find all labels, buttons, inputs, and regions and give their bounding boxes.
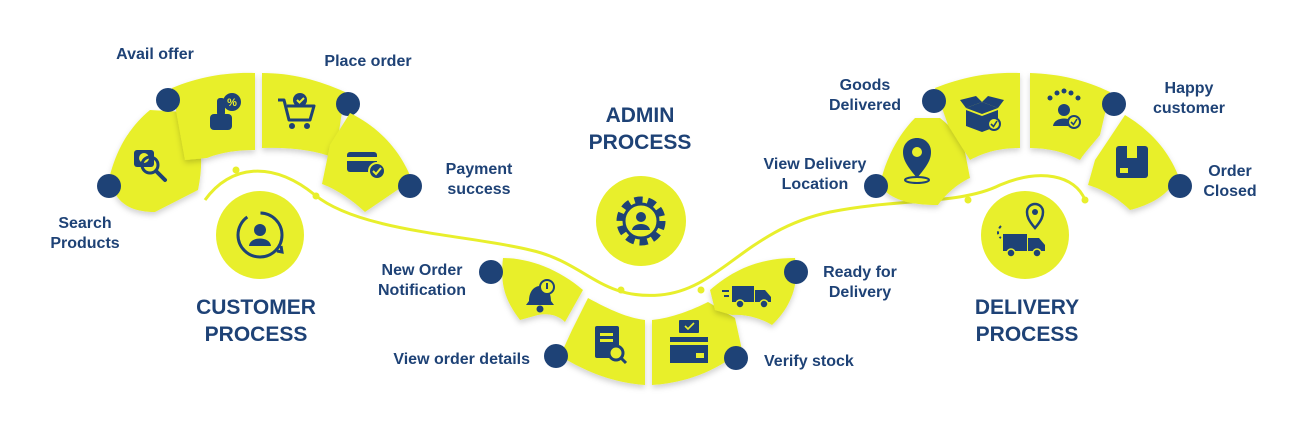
step-marker [336, 92, 360, 116]
step-label-search-products: Search Products [30, 214, 140, 254]
admin-title-line2: PROCESS [588, 131, 692, 154]
label-line2: Delivered [828, 97, 902, 114]
delivery-step-goods-delivered[interactable] [922, 72, 1020, 160]
step-marker [398, 174, 422, 198]
step-label-new-order-notification: New Order Notification [362, 261, 482, 301]
step-label-payment-success: Payment success [424, 160, 534, 200]
step-label-ready-for-delivery: Ready for Delivery [805, 263, 915, 303]
step-marker [97, 174, 121, 198]
customer-stars-icon [1047, 88, 1081, 129]
customer-process-title: CUSTOMER PROCESS [176, 294, 336, 348]
gear-user-icon [616, 196, 666, 246]
label-line2: Products [50, 235, 120, 252]
step-marker [479, 260, 503, 284]
label-line1: Order [1208, 163, 1252, 180]
customer-hub [216, 191, 304, 279]
svg-text:%: % [227, 97, 237, 109]
step-marker [922, 89, 946, 113]
step-label-view-order-details: View order details [340, 350, 530, 370]
step-label-order-closed: Order Closed [1190, 162, 1270, 202]
admin-step-verify-stock[interactable] [652, 302, 748, 385]
label-line1: Ready for [823, 264, 897, 281]
delivery-hub [981, 191, 1069, 279]
open-box-check-icon [960, 96, 1004, 132]
user-cycle-icon [236, 211, 284, 259]
bag-search-icon [134, 150, 167, 182]
step-label-verify-stock: Verify stock [764, 352, 884, 372]
connector-curve [203, 169, 1087, 297]
customer-title-line1: CUSTOMER [196, 296, 316, 319]
label-line2: Closed [1203, 183, 1257, 200]
admin-process-title: ADMIN PROCESS [560, 102, 720, 156]
step-label-place-order: Place order [308, 52, 428, 72]
delivery-truck-icon [722, 286, 771, 309]
label-line1: Payment [445, 161, 513, 178]
step-marker [156, 88, 180, 112]
step-label-avail-offer: Avail offer [100, 45, 210, 65]
customer-title-line2: PROCESS [204, 323, 308, 346]
step-marker [864, 174, 888, 198]
cart-check-icon [278, 93, 316, 129]
step-marker [1102, 92, 1126, 116]
step-marker [1168, 174, 1192, 198]
step-label-view-delivery-location: View Delivery Location [750, 155, 880, 195]
label-line1: Goods [839, 77, 891, 94]
map-pin-icon [903, 138, 931, 184]
label-line1: New Order [381, 262, 463, 279]
label-line2: customer [1152, 100, 1226, 117]
document-search-icon [595, 326, 628, 365]
box-monitor-icon [670, 320, 708, 363]
delivery-title-line2: PROCESS [975, 323, 1079, 346]
label-line1: Search [58, 215, 112, 232]
customer-step-search-products[interactable] [97, 110, 202, 212]
label-line2: success [447, 181, 511, 198]
truck-location-icon [997, 202, 1045, 258]
segment-shape [262, 73, 345, 158]
connector-dots [232, 166, 1089, 294]
label-line2: Location [781, 176, 849, 193]
admin-step-view-order-details[interactable] [544, 298, 645, 385]
label-line1: Place order [324, 53, 412, 70]
delivery-step-order-closed[interactable] [1088, 115, 1192, 210]
admin-step-ready-for-delivery[interactable] [710, 258, 808, 325]
step-marker [724, 346, 748, 370]
admin-step-new-order-notification[interactable] [479, 258, 583, 322]
step-marker [544, 344, 568, 368]
label-line2: Delivery [828, 284, 892, 301]
customer-step-place-order[interactable] [262, 73, 360, 158]
label-line1: Happy [1164, 80, 1214, 97]
label-line2: Notification [378, 282, 466, 299]
customer-step-avail-offer[interactable]: % [156, 72, 255, 160]
delivery-process-title: DELIVERY PROCESS [947, 294, 1107, 348]
step-marker [784, 260, 808, 284]
step-label-happy-customer: Happy customer [1134, 79, 1244, 119]
admin-hub [596, 176, 686, 266]
hand-discount-icon: % [210, 93, 241, 130]
card-check-icon [347, 152, 386, 180]
step-label-goods-delivered: Goods Delivered [810, 76, 920, 116]
customer-step-payment-success[interactable] [322, 113, 422, 212]
bell-alert-icon [526, 279, 555, 313]
delivery-title-line1: DELIVERY [974, 296, 1080, 319]
package-closed-icon [1116, 146, 1148, 178]
delivery-step-happy-customer[interactable] [1030, 73, 1126, 160]
label-line1: View order details [393, 351, 530, 368]
admin-title-line1: ADMIN [605, 104, 675, 127]
label-line1: Avail offer [116, 46, 194, 63]
label-line1: View Delivery [763, 156, 867, 173]
delivery-step-view-delivery-location[interactable] [864, 118, 970, 205]
label-line1: Verify stock [764, 353, 854, 370]
